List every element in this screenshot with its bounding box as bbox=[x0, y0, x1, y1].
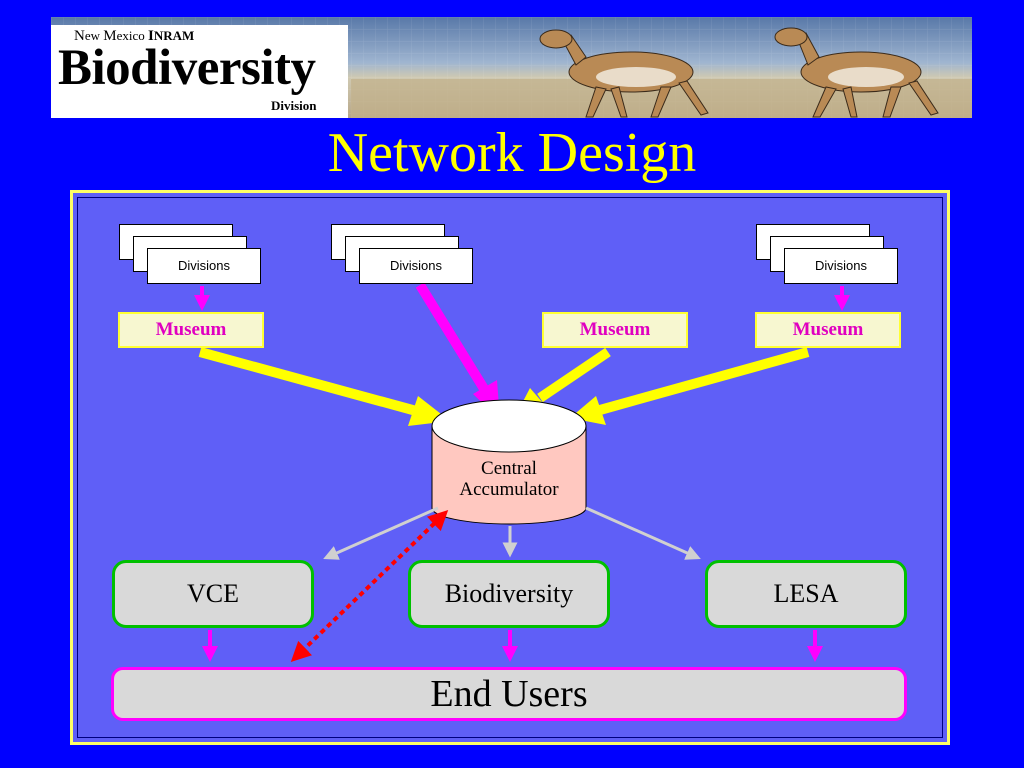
division-label: Divisions bbox=[359, 248, 473, 284]
node-lesa: LESA bbox=[705, 560, 907, 628]
end-users-bar: End Users bbox=[111, 667, 907, 721]
arrow-accumulator-vce bbox=[323, 506, 439, 560]
museum-box-1: Museum bbox=[118, 312, 264, 348]
node-vce: VCE bbox=[112, 560, 314, 628]
diagram-frame-inner bbox=[77, 197, 943, 738]
slide-title: Network Design bbox=[327, 122, 697, 184]
header-banner bbox=[51, 17, 972, 118]
division-label: Divisions bbox=[784, 248, 898, 284]
magenta-arrow-division bbox=[415, 282, 500, 420]
logo-org-name: New Mexico INRAM bbox=[74, 28, 195, 44]
museum-box-2: Museum bbox=[542, 312, 688, 348]
accumulator-line2: Accumulator bbox=[459, 479, 559, 500]
central-accumulator-cylinder bbox=[431, 399, 587, 525]
accumulator-line1: Central bbox=[481, 458, 537, 479]
central-accumulator-label: Central Accumulator bbox=[432, 458, 586, 500]
dotted-arrow-endusers-accumulator bbox=[290, 510, 449, 662]
yellow-arrow-right bbox=[570, 347, 810, 425]
logo-subtitle: Division bbox=[271, 98, 317, 113]
division-label: Divisions bbox=[147, 248, 261, 284]
node-biodiversity: Biodiversity bbox=[408, 560, 610, 628]
logo-title: Biodiversity bbox=[58, 40, 316, 96]
yellow-arrow-left bbox=[198, 347, 450, 426]
logo-box bbox=[51, 25, 348, 118]
arrow-accumulator-lesa bbox=[585, 506, 701, 560]
museum-box-3: Museum bbox=[755, 312, 901, 348]
